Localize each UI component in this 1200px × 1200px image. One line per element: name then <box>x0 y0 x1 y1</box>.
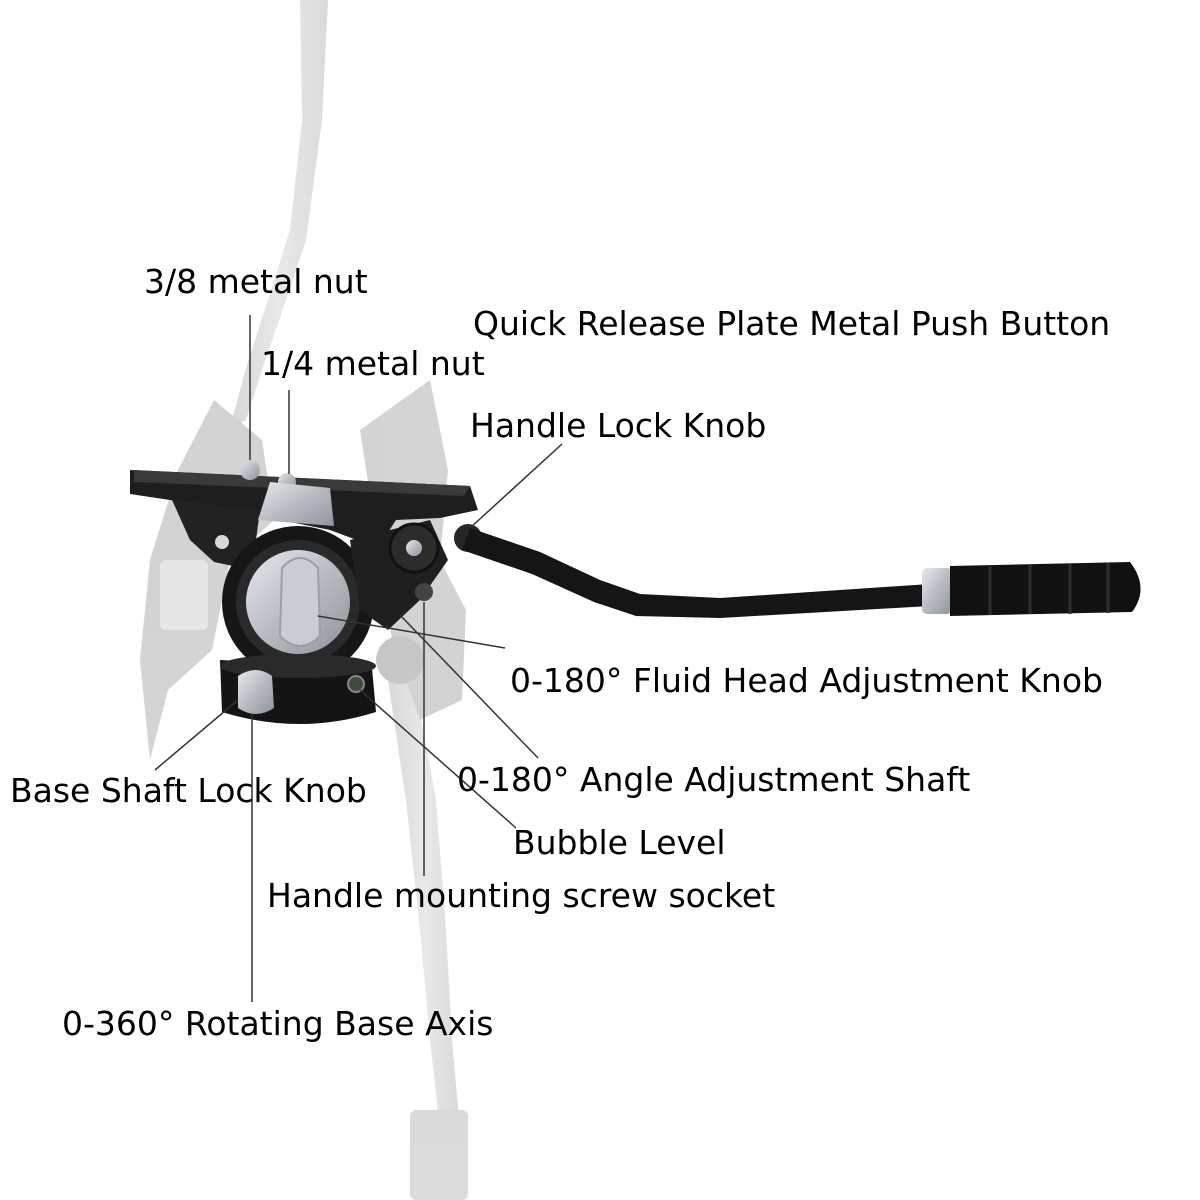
label-rotating-base-axis: 0-360° Rotating Base Axis <box>62 1004 494 1043</box>
angle-gear-center <box>406 540 422 556</box>
handle-arm <box>462 528 930 618</box>
handle-mounting-screw-socket <box>415 583 433 601</box>
label-quick-release-push-button: Quick Release Plate Metal Push Button <box>473 304 1111 343</box>
grip-ridges <box>988 563 1110 615</box>
bubble-level <box>347 675 365 693</box>
leader-base-shaft-knob <box>154 699 239 771</box>
head-side-bracket <box>172 500 260 570</box>
base-shaft-lock-knob <box>238 670 274 714</box>
leader-lines <box>154 315 563 1002</box>
ghost-side-latch <box>160 560 208 630</box>
leader-bubble-level <box>359 689 517 829</box>
label-handle-mounting-screw-socket: Handle mounting screw socket <box>267 876 776 915</box>
label-bubble-level: Bubble Level <box>513 823 726 862</box>
metal-nut-3-8 <box>240 460 260 480</box>
fluid-head <box>130 460 1141 724</box>
label-base-shaft-lock-knob: Base Shaft Lock Knob <box>10 771 367 810</box>
ghost-lower-leg <box>388 680 460 1130</box>
label-3-8-metal-nut: 3/8 metal nut <box>144 262 368 301</box>
handle-metal-collar <box>922 568 952 614</box>
fluid-knob-wing <box>278 557 322 647</box>
leader-handle-lock-knob <box>469 443 563 529</box>
label-angle-adjustment-shaft: 0-180° Angle Adjustment Shaft <box>457 760 971 799</box>
handle-grip <box>950 562 1141 616</box>
ghost-knob <box>376 636 424 684</box>
ghost-upper-leg <box>230 0 328 428</box>
label-handle-lock-knob: Handle Lock Knob <box>470 406 767 445</box>
label-fluid-head-adjustment-knob: 0-180° Fluid Head Adjustment Knob <box>510 661 1103 700</box>
ghost-leg-clamp <box>410 1110 468 1200</box>
bracket-hole <box>215 535 229 549</box>
leader-angle-shaft <box>399 614 539 759</box>
label-1-4-metal-nut: 1/4 metal nut <box>261 344 485 383</box>
leader-fluid-head-knob <box>317 615 506 649</box>
quick-release-push-button <box>258 482 334 526</box>
plate-top-face <box>134 470 470 496</box>
